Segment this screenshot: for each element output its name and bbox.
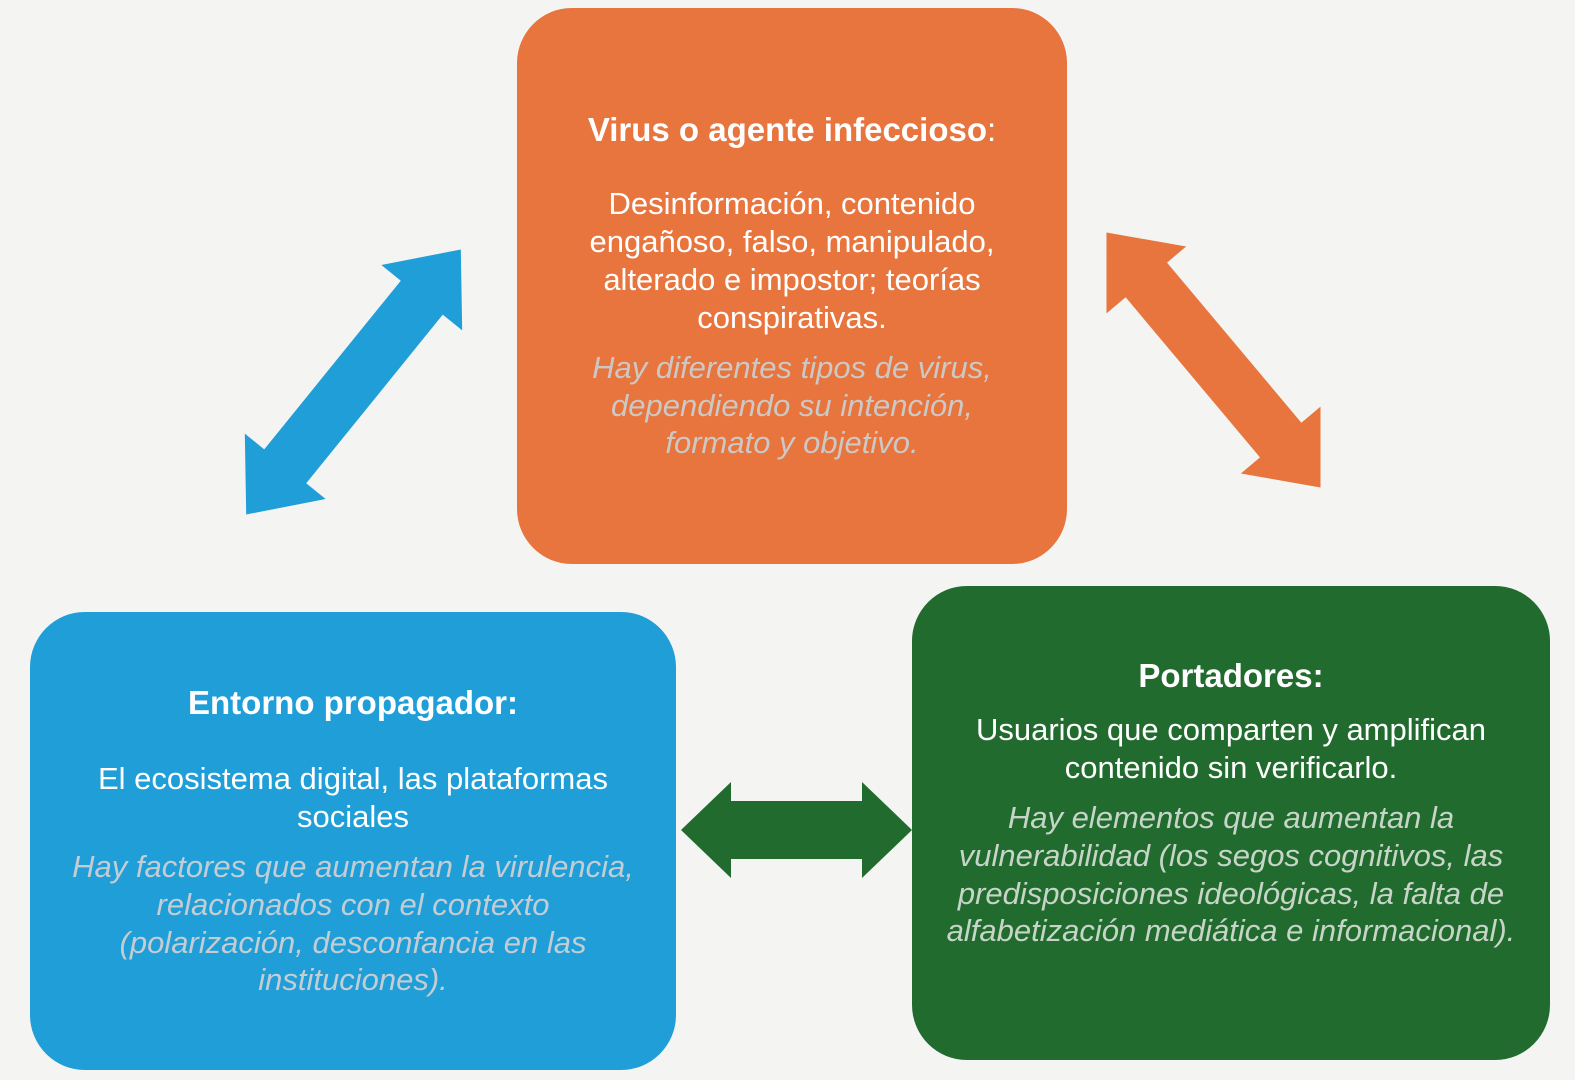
portadores-note: Hay elementos que aumentan la vulnerabil… <box>946 799 1516 949</box>
virus-title: Virus o agente infeccioso: <box>588 110 996 150</box>
virus-body: Desinformación, contenido engañoso, fals… <box>589 186 995 335</box>
bidirectional-arrow-entorno-portadores-icon <box>681 782 912 878</box>
entorno-body: El ecosistema digital, las plataformas s… <box>97 761 608 835</box>
virus-title-text: Virus o agente infeccioso <box>587 110 987 148</box>
arrow-shape <box>681 782 912 878</box>
arrow-shape <box>244 249 463 515</box>
entorno-title: Entorno propagador: <box>188 683 518 721</box>
arrow-shape <box>1106 232 1321 488</box>
bidirectional-arrow-entorno-virus-icon <box>244 249 463 515</box>
bidirectional-arrow-virus-portadores-icon <box>1106 232 1321 488</box>
portadores-body: Usuarios que comparten y amplifican cont… <box>975 712 1487 786</box>
entorno-propagador-box: Entorno propagador: El ecosistema digita… <box>30 612 676 1070</box>
entorno-note: Hay factores que aumentan la virulencia,… <box>72 848 634 998</box>
virus-title-colon: : <box>987 110 997 148</box>
virus-note: Hay diferentes tipos de virus, dependien… <box>592 349 992 461</box>
portadores-title: Portadores: <box>1138 656 1324 694</box>
portadores-box: Portadores: Usuarios que comparten y amp… <box>912 586 1550 1060</box>
virus-box: Virus o agente infeccioso: Desinformació… <box>517 8 1067 564</box>
